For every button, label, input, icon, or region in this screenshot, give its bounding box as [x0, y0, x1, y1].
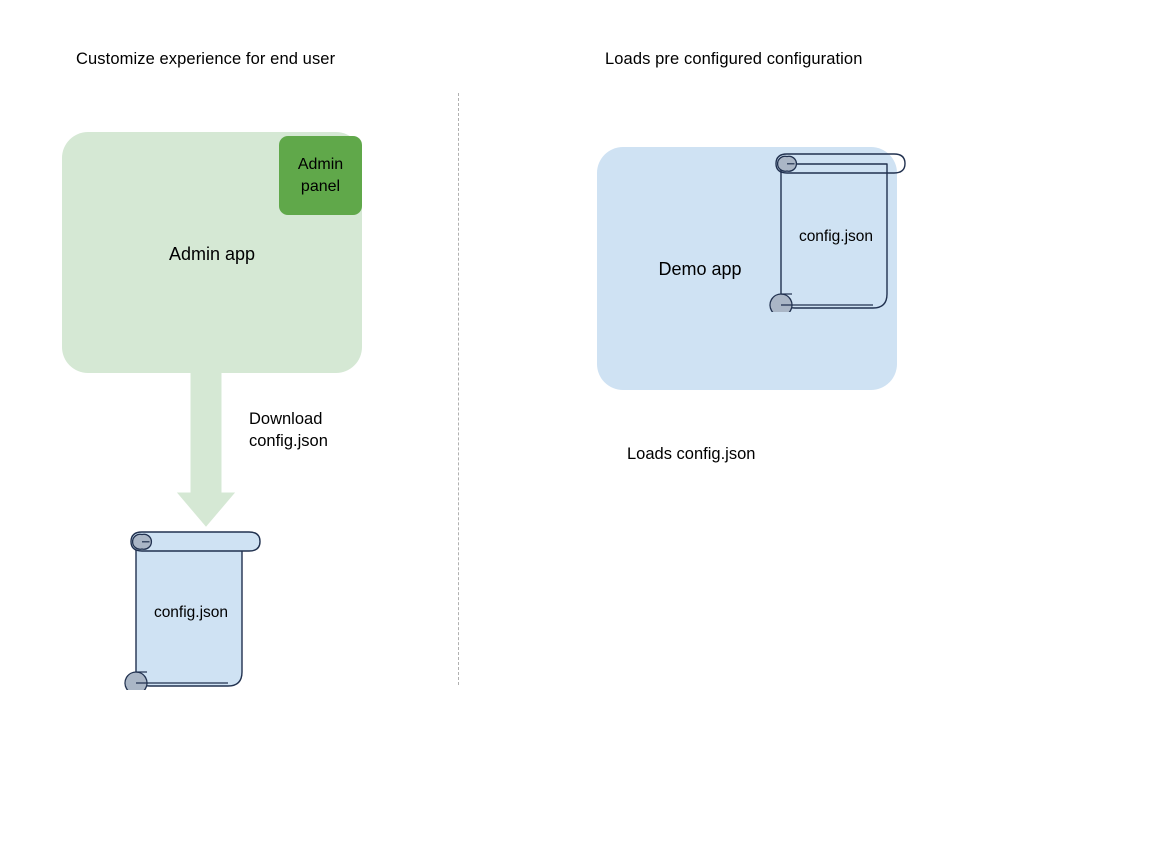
config-file-scroll-left[interactable] [118, 528, 264, 695]
left-section-caption: Customize experience for end user [76, 50, 336, 68]
config-file-scroll-right[interactable] [763, 150, 909, 317]
config-file-label-left: config.json [153, 604, 229, 621]
admin-app-label: Admin app [168, 244, 256, 264]
download-arrow-label-line2: config.json [249, 432, 328, 450]
loads-config-note: Loads config.json [627, 445, 756, 463]
admin-panel-label: Admin panel [279, 154, 362, 198]
admin-panel-label-line2: panel [300, 177, 341, 195]
download-arrow-label-line1: Download [249, 410, 323, 428]
demo-app-label: Demo app [658, 259, 742, 279]
section-divider [458, 93, 459, 685]
demo-app-container: Demo app [597, 147, 897, 390]
download-arrow-label: Download config.json [249, 408, 328, 452]
config-file-label-right: config.json [798, 228, 874, 245]
admin-panel-label-line1: Admin [297, 155, 344, 173]
admin-panel-node[interactable]: Admin panel [279, 136, 362, 215]
right-section-caption: Loads pre configured configuration [605, 50, 863, 68]
download-arrow-icon [176, 365, 236, 528]
